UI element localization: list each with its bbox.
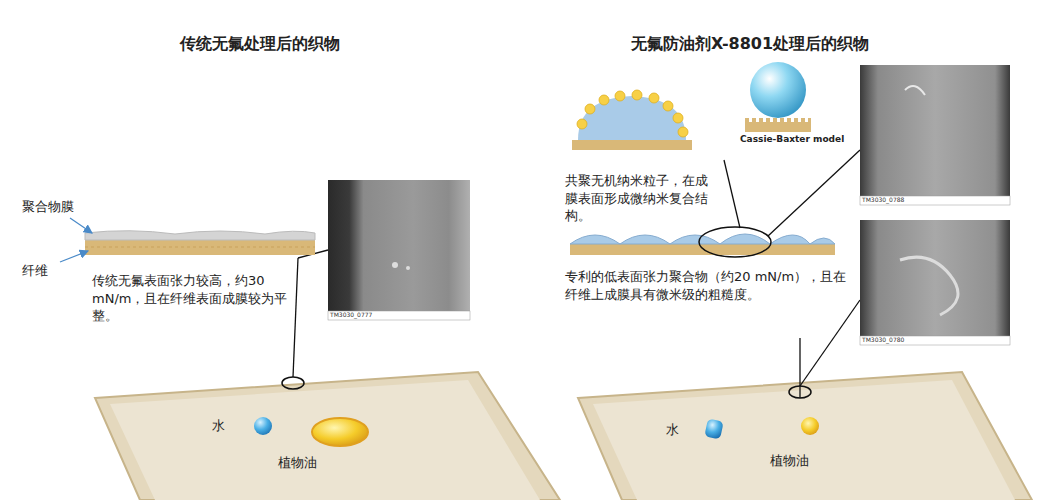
nanoparticles [577,90,688,137]
droplet-label: 植物油 [278,454,338,472]
pointer-arrow [60,251,88,262]
sem-image [860,220,1010,345]
droplet-label: 水 [666,421,696,439]
part-label: 聚合物膜 [22,198,102,216]
water-droplet [254,417,272,435]
water-droplet [704,419,723,440]
sem-image [860,65,1010,205]
sem-info-bar [860,196,1010,205]
sem-speck [392,262,398,268]
surface-grooves [749,118,808,122]
leader-line [799,338,800,398]
note-text: 专利的低表面张力聚合物（约20 mN/m），且在纤维上成膜具有微米级的粗糙度。 [565,268,850,303]
note-text: 传统无氟表面张力较高，约30 mN/m，且在纤维表面成膜较为平整。 [92,272,290,325]
zoom-ellipse [699,227,771,257]
water-sphere [750,62,806,118]
sem-image [328,180,470,320]
rough-substrate [745,118,811,132]
note-text: 共聚无机纳米粒子，在成膜表面形成微纳米复合结构。 [565,172,715,225]
leader-line [724,160,740,228]
oil-bead [801,417,819,435]
leader-line [768,150,860,236]
sem-speck [406,266,410,270]
polymer-film [85,231,315,240]
fabric-surface [593,380,1015,500]
pointer-arrow [70,218,92,233]
substrate [572,140,692,150]
sem-info-bar [328,311,470,320]
panel-title: 无氟防油剂X-8801处理后的织物 [605,33,895,55]
sem-id: TM3030_0780 [862,337,942,343]
sem-id: TM3030_0777 [330,312,410,318]
model-label: Cassie-Baxter model [740,133,830,145]
fiber-texture [85,247,315,248]
fabric-floor [95,372,560,500]
sem-id: TM3030_0788 [862,197,942,203]
sem-texture [900,257,958,315]
part-label: 纤维 [22,262,82,280]
fabric-surface [110,380,540,500]
sem-texture [905,86,925,95]
fabric-floor [578,372,1032,500]
droplet-label: 水 [212,417,242,435]
leader-line [293,258,298,377]
droplet-label: 植物油 [770,452,830,470]
leader-line [800,300,860,386]
zoom-ellipse [282,377,304,389]
film-dome [578,96,686,140]
oil-spread [312,418,368,446]
sem-info-bar [860,336,1010,345]
panel-title: 传统无氟处理后的织物 [150,33,370,55]
fiber [85,240,315,255]
